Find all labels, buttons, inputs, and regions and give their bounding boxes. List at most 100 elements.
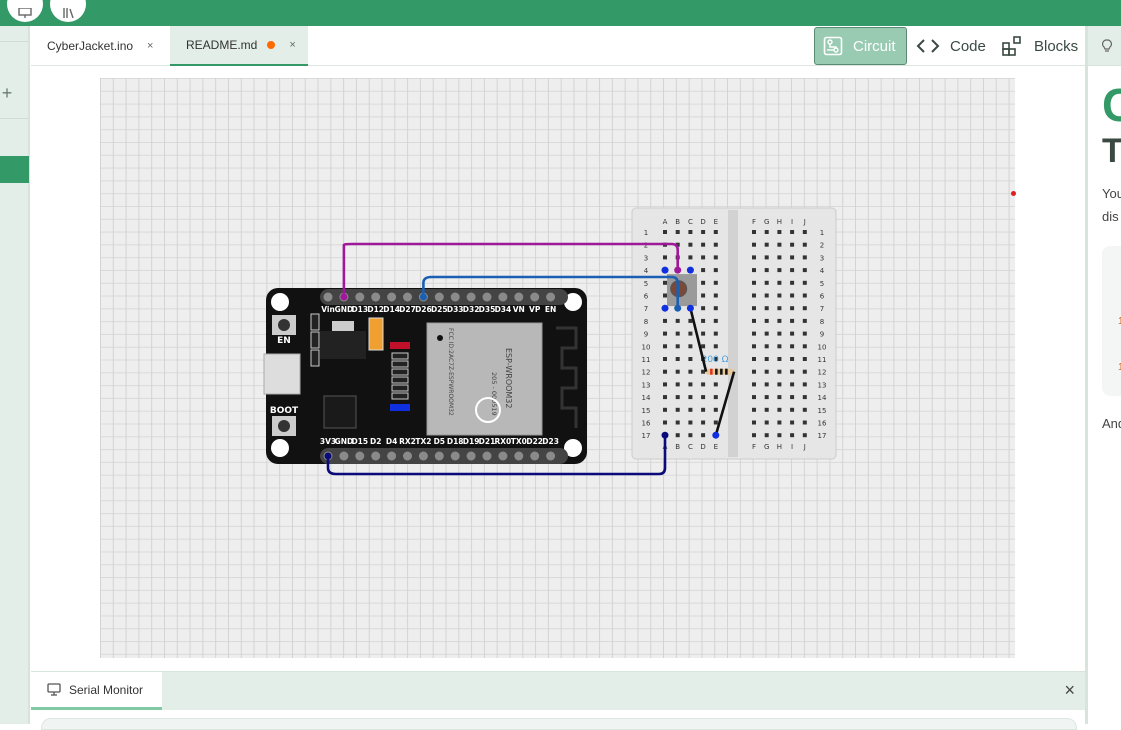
- circuit-icon: [823, 36, 843, 56]
- hole: [764, 268, 769, 273]
- col-label: J: [803, 218, 806, 226]
- resistor-band: [710, 368, 713, 375]
- hole: [752, 255, 756, 260]
- hole: [675, 357, 680, 361]
- hole: [752, 369, 756, 374]
- hole: [701, 280, 706, 285]
- pin-d19: [466, 451, 476, 461]
- hole: [675, 331, 680, 336]
- row-label: 5: [820, 280, 824, 288]
- pin-label: GND: [335, 305, 354, 314]
- hole: [802, 255, 807, 260]
- row-label: 7: [820, 305, 824, 313]
- hole: [802, 382, 807, 387]
- close-icon[interactable]: ×: [1064, 680, 1075, 700]
- status-led: [390, 404, 410, 411]
- hole: [701, 293, 706, 298]
- hole: [764, 331, 769, 336]
- library-icon[interactable]: [50, 0, 86, 22]
- hole: [764, 306, 769, 311]
- module-dot: [437, 335, 443, 341]
- hole: [663, 420, 667, 425]
- pin-label: D26: [415, 305, 432, 314]
- regulator: [320, 331, 366, 359]
- resistor-band: [725, 368, 728, 375]
- pin-label: D4: [386, 437, 397, 446]
- wire-endpoint: [661, 304, 669, 312]
- blocks-view-button[interactable]: Blocks: [1002, 27, 1078, 65]
- close-icon[interactable]: ×: [147, 40, 154, 52]
- add-icon[interactable]: +: [1, 83, 13, 103]
- hole: [752, 357, 756, 361]
- pin-d15: [355, 451, 365, 461]
- espressif-logo: [475, 397, 501, 423]
- resistor-band: [720, 368, 723, 375]
- row-label: 5: [644, 280, 648, 288]
- pin-en: [546, 292, 556, 302]
- hole: [675, 382, 680, 387]
- serial-input[interactable]: [41, 718, 1077, 730]
- hole: [777, 369, 782, 374]
- hole: [790, 357, 795, 361]
- col-label: B: [675, 218, 680, 226]
- hole: [752, 293, 756, 298]
- hole: [701, 420, 706, 425]
- hole: [663, 407, 667, 412]
- serial-monitor-tab[interactable]: Serial Monitor: [31, 672, 162, 710]
- pin-d14: [387, 292, 397, 302]
- pin-label: D25: [431, 305, 448, 314]
- hole: [701, 268, 706, 273]
- hole: [802, 420, 807, 425]
- tab-readme-md[interactable]: README.md ×: [170, 26, 308, 66]
- row-label: 3: [820, 254, 824, 262]
- hole: [790, 268, 795, 273]
- wires[interactable]: [324, 242, 736, 476]
- rail-active-item[interactable]: [0, 156, 29, 183]
- hole: [802, 344, 807, 349]
- hole: [777, 344, 782, 349]
- hole: [777, 357, 782, 361]
- pin-label: VP: [529, 305, 541, 314]
- en-label: EN: [277, 336, 291, 346]
- docs-panel: C T You dis 1 1 And: [1085, 26, 1121, 724]
- serial-monitor-label: Serial Monitor: [69, 682, 144, 697]
- smd-resistor: [391, 392, 409, 400]
- hole: [701, 306, 706, 311]
- fcc-label: FCC ID:2AC7Z-ESPWROOM32: [447, 328, 454, 416]
- pin-d27: [403, 292, 412, 302]
- monitor-icon[interactable]: [7, 0, 43, 22]
- pin-d4: [387, 451, 397, 461]
- col-label: J: [803, 443, 806, 451]
- hole: [701, 242, 706, 247]
- hole: [713, 407, 718, 412]
- pin-label: D2: [370, 437, 381, 446]
- hole: [713, 268, 718, 273]
- tab-cyberjacket-ino[interactable]: CyberJacket.ino ×: [31, 26, 170, 66]
- hole: [663, 344, 667, 349]
- close-icon[interactable]: ×: [289, 39, 296, 51]
- pin-label: D32: [463, 305, 480, 314]
- hole: [688, 318, 693, 323]
- wroom-module-shield: [426, 322, 543, 436]
- smd-component: [310, 331, 320, 349]
- col-label: F: [752, 443, 756, 451]
- pin-label: TX0: [511, 437, 527, 446]
- col-label: E: [714, 443, 718, 451]
- lightbulb-icon[interactable]: [1102, 39, 1112, 56]
- hole: [713, 318, 718, 323]
- hole: [663, 382, 667, 387]
- pin-tx0: [514, 451, 524, 461]
- hole: [802, 268, 807, 273]
- code-view-button[interactable]: Code: [916, 27, 986, 65]
- pin-d32: [466, 292, 476, 302]
- hole: [802, 230, 807, 234]
- module-label: ESP-WROOM32: [504, 348, 513, 409]
- circuit-view-button[interactable]: Circuit: [814, 27, 907, 65]
- hole: [764, 344, 769, 349]
- mount-hole: [564, 439, 582, 457]
- rail-divider: [0, 118, 28, 119]
- pin-label: D19: [463, 437, 480, 446]
